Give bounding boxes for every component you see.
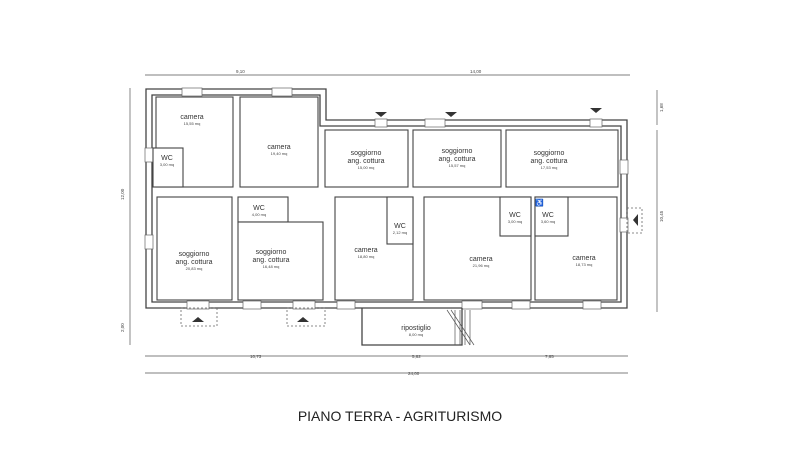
svg-text:15,57 mq: 15,57 mq	[449, 163, 466, 168]
svg-text:19,40 mq: 19,40 mq	[271, 151, 288, 156]
svg-text:camera: camera	[180, 114, 203, 121]
svg-text:camera: camera	[572, 255, 595, 262]
svg-text:ang. cottura: ang. cottura	[531, 158, 568, 165]
room-soggiorno-5: soggiorno ang. cottura 16,48 mq	[237, 221, 324, 301]
svg-text:camera: camera	[354, 247, 377, 254]
svg-text:soggiorno: soggiorno	[442, 148, 473, 155]
svg-text:20,83 mq: 20,83 mq	[186, 266, 203, 271]
svg-text:ang. cottura: ang. cottura	[176, 259, 213, 266]
room-wc-1: WC 3,00 mq	[152, 147, 184, 188]
room-soggiorno-2: soggiorno ang. cottura 15,57 mq	[412, 129, 502, 188]
svg-text:3,00 mq: 3,00 mq	[160, 162, 174, 167]
accessible-icon: ♿	[535, 198, 544, 207]
svg-text:3,00 mq: 3,00 mq	[508, 219, 522, 224]
svg-text:ang. cottura: ang. cottura	[348, 158, 385, 165]
room-soggiorno-3: soggiorno ang. cottura 17,53 mq	[505, 129, 619, 188]
svg-text:ang. cottura: ang. cottura	[439, 156, 476, 163]
plan-title: PIANO TERRA - AGRITURISMO	[298, 408, 502, 424]
svg-text:17,53 mq: 17,53 mq	[541, 165, 558, 170]
dim-bottom-total: 24,00	[408, 371, 420, 376]
svg-text:3,60 mq: 3,60 mq	[541, 219, 555, 224]
dimension-lines: 9,10 14,00 12,00 2,00 1,68 10,45 10,73 5…	[120, 69, 664, 376]
svg-text:18,80 mq: 18,80 mq	[358, 254, 375, 259]
dim-bottom-a: 10,73	[250, 354, 262, 359]
svg-text:camera: camera	[469, 256, 492, 263]
room-camera-2: camera 19,40 mq	[239, 96, 319, 188]
svg-text:16,48 mq: 16,48 mq	[263, 264, 280, 269]
dim-right-top: 1,68	[659, 103, 664, 112]
svg-text:WC: WC	[253, 205, 265, 212]
room-wc-4: WC 3,00 mq	[499, 196, 532, 237]
staircase	[446, 309, 475, 346]
outer-wall-inner	[151, 94, 622, 303]
dim-bottom-c: 7,65	[545, 354, 554, 359]
room-wc-2: WC 4,00 mq	[237, 196, 289, 223]
svg-text:ang. cottura: ang. cottura	[253, 257, 290, 264]
dim-right-main: 10,45	[659, 210, 664, 222]
svg-text:18,73 mq: 18,73 mq	[576, 262, 593, 267]
svg-text:soggiorno: soggiorno	[179, 251, 210, 258]
svg-text:4,00 mq: 4,00 mq	[252, 212, 266, 217]
svg-text:soggiorno: soggiorno	[534, 150, 565, 157]
dim-left-lower: 2,00	[120, 323, 125, 332]
svg-text:15,00 mq: 15,00 mq	[358, 165, 375, 170]
dim-top-left: 9,10	[236, 69, 245, 74]
room-wc-3: WC 2,12 mq	[386, 196, 414, 245]
room-soggiorno-1: soggiorno ang. cottura 15,00 mq	[324, 129, 409, 188]
outer-wall	[145, 88, 628, 309]
svg-text:WC: WC	[394, 223, 406, 230]
room-wc-5: WC 3,60 mq ♿	[534, 196, 569, 237]
svg-text:2,12 mq: 2,12 mq	[393, 230, 407, 235]
windows	[144, 87, 629, 310]
svg-text:soggiorno: soggiorno	[256, 249, 287, 256]
svg-text:WC: WC	[161, 155, 173, 162]
entrance-markers	[180, 108, 643, 327]
dim-top-right: 14,00	[470, 69, 482, 74]
svg-text:8,00 mq: 8,00 mq	[409, 332, 423, 337]
svg-text:21,96 mq: 21,96 mq	[473, 263, 490, 268]
dim-left-total: 12,00	[120, 188, 125, 200]
svg-text:WC: WC	[542, 212, 554, 219]
room-soggiorno-4: soggiorno ang. cottura 20,83 mq	[156, 196, 233, 301]
svg-text:ripostiglio: ripostiglio	[401, 325, 431, 332]
svg-text:camera: camera	[267, 144, 290, 151]
room-ripostiglio: ripostiglio 8,00 mq	[361, 308, 463, 346]
dim-bottom-b: 5,62	[412, 354, 421, 359]
svg-text:15,55 mq: 15,55 mq	[184, 121, 201, 126]
svg-text:WC: WC	[509, 212, 521, 219]
svg-text:soggiorno: soggiorno	[351, 150, 382, 157]
